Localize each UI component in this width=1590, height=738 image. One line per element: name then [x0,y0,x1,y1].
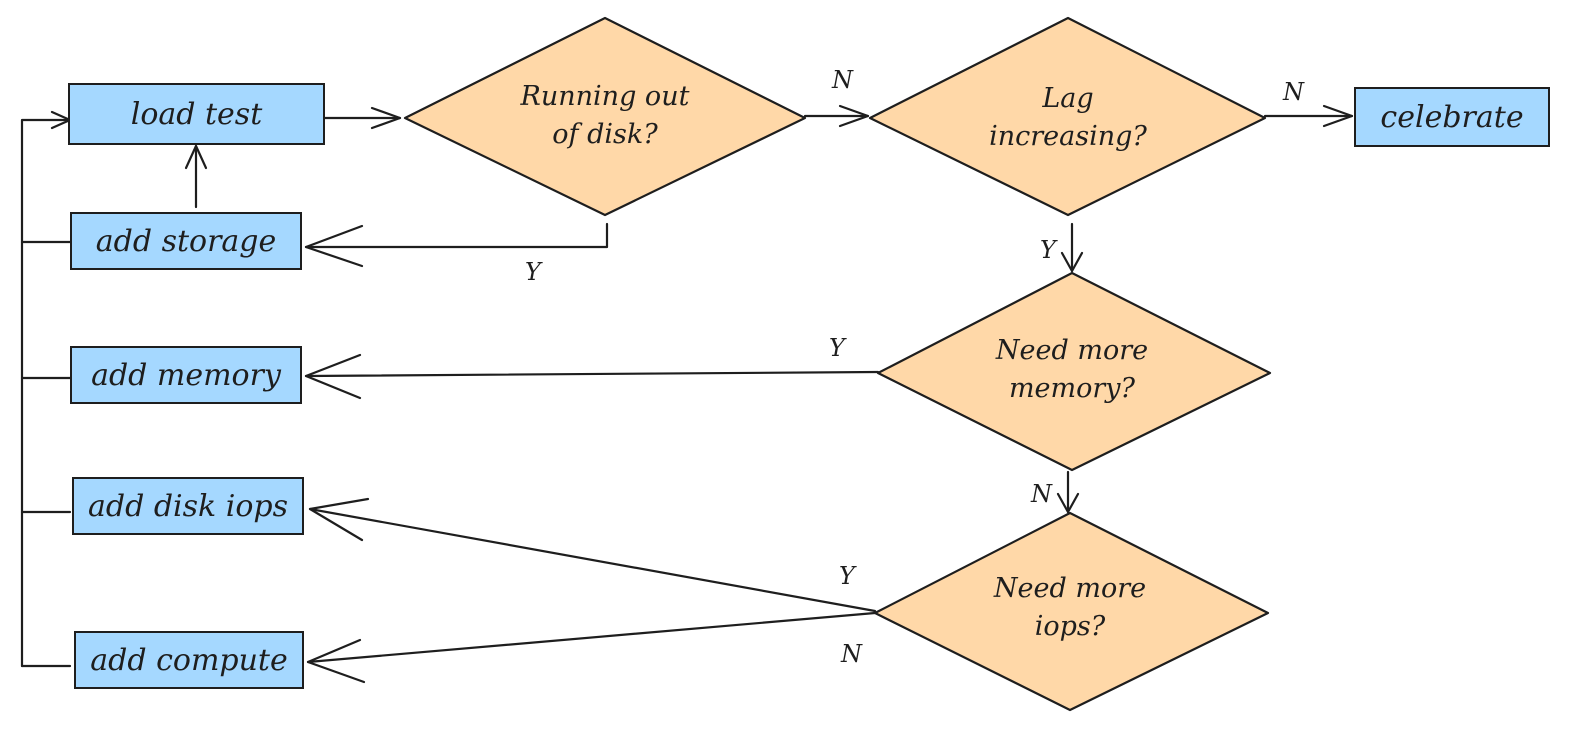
arrowhead [838,104,870,128]
loopback-bus [20,118,72,668]
decision-diamond-memory [876,271,1272,472]
edge-iops-no [306,611,877,664]
node-add-memory[interactable]: add memory [70,346,302,404]
edge-iops-yes [308,507,877,613]
edge-label-lag-no: N [1283,78,1304,106]
arrowhead [304,353,362,400]
decision-label-memory: Need more memory? [995,335,1149,404]
arrowhead [1322,104,1354,128]
arrowhead [370,106,402,130]
node-load-test[interactable]: load test [68,83,325,145]
edge-memory-yes [304,370,880,378]
node-celebrate[interactable]: celebrate [1354,87,1550,147]
edge-label-disk-no: N [832,66,853,94]
decision-diamond-lag [868,16,1267,217]
decision-diamond-iops [873,511,1270,712]
decision-label-iops: Need more iops? [993,573,1147,642]
arrowhead [304,224,364,268]
edge-disk-yes [304,222,609,249]
arrowhead [184,144,208,170]
edge-label-memory-yes: Y [829,334,845,362]
decision-label-disk: Running out of disk? [520,81,690,150]
edge-label-iops-yes: Y [839,562,855,590]
arrowhead [306,638,366,684]
arrowhead [1056,492,1080,514]
decision-label-lag: Lag increasing? [989,83,1147,152]
arrowhead [308,497,370,542]
decision-diamond-disk [403,16,807,217]
arrowhead [1060,251,1084,273]
node-add-compute[interactable]: add compute [74,631,304,689]
edge-label-lag-yes: Y [1040,236,1056,264]
node-add-storage[interactable]: add storage [70,212,302,270]
edge-label-memory-no: N [1031,480,1052,508]
edge-label-iops-no: N [841,640,862,668]
node-add-disk-iops[interactable]: add disk iops [72,477,304,535]
edge-label-disk-yes: Y [525,258,541,286]
